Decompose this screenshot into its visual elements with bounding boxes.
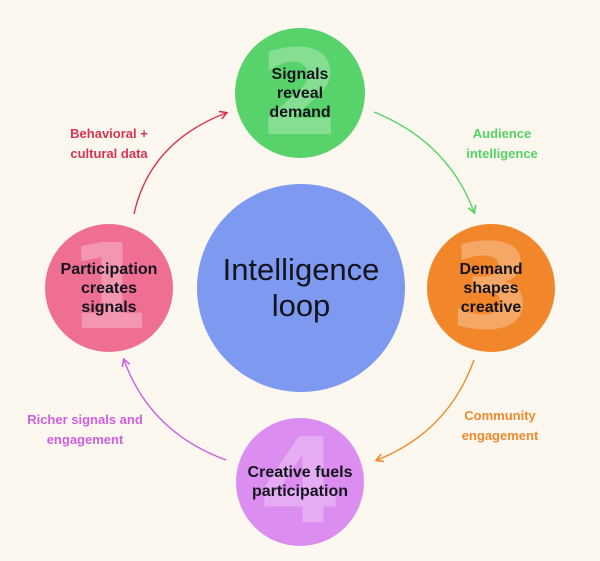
node-number: 4 [258, 418, 342, 546]
arrow-signals-to-demand [373, 111, 477, 215]
edge-label-behavioral: Behavioral +cultural data [70, 126, 148, 161]
arrow-demand-to-creative [374, 359, 475, 463]
arrow-participation-to-signals [133, 110, 229, 215]
node-number: 3 [449, 224, 533, 352]
arrow-creative-to-participation [121, 357, 227, 461]
node-number: 2 [258, 28, 342, 158]
node-number: 1 [67, 224, 151, 352]
